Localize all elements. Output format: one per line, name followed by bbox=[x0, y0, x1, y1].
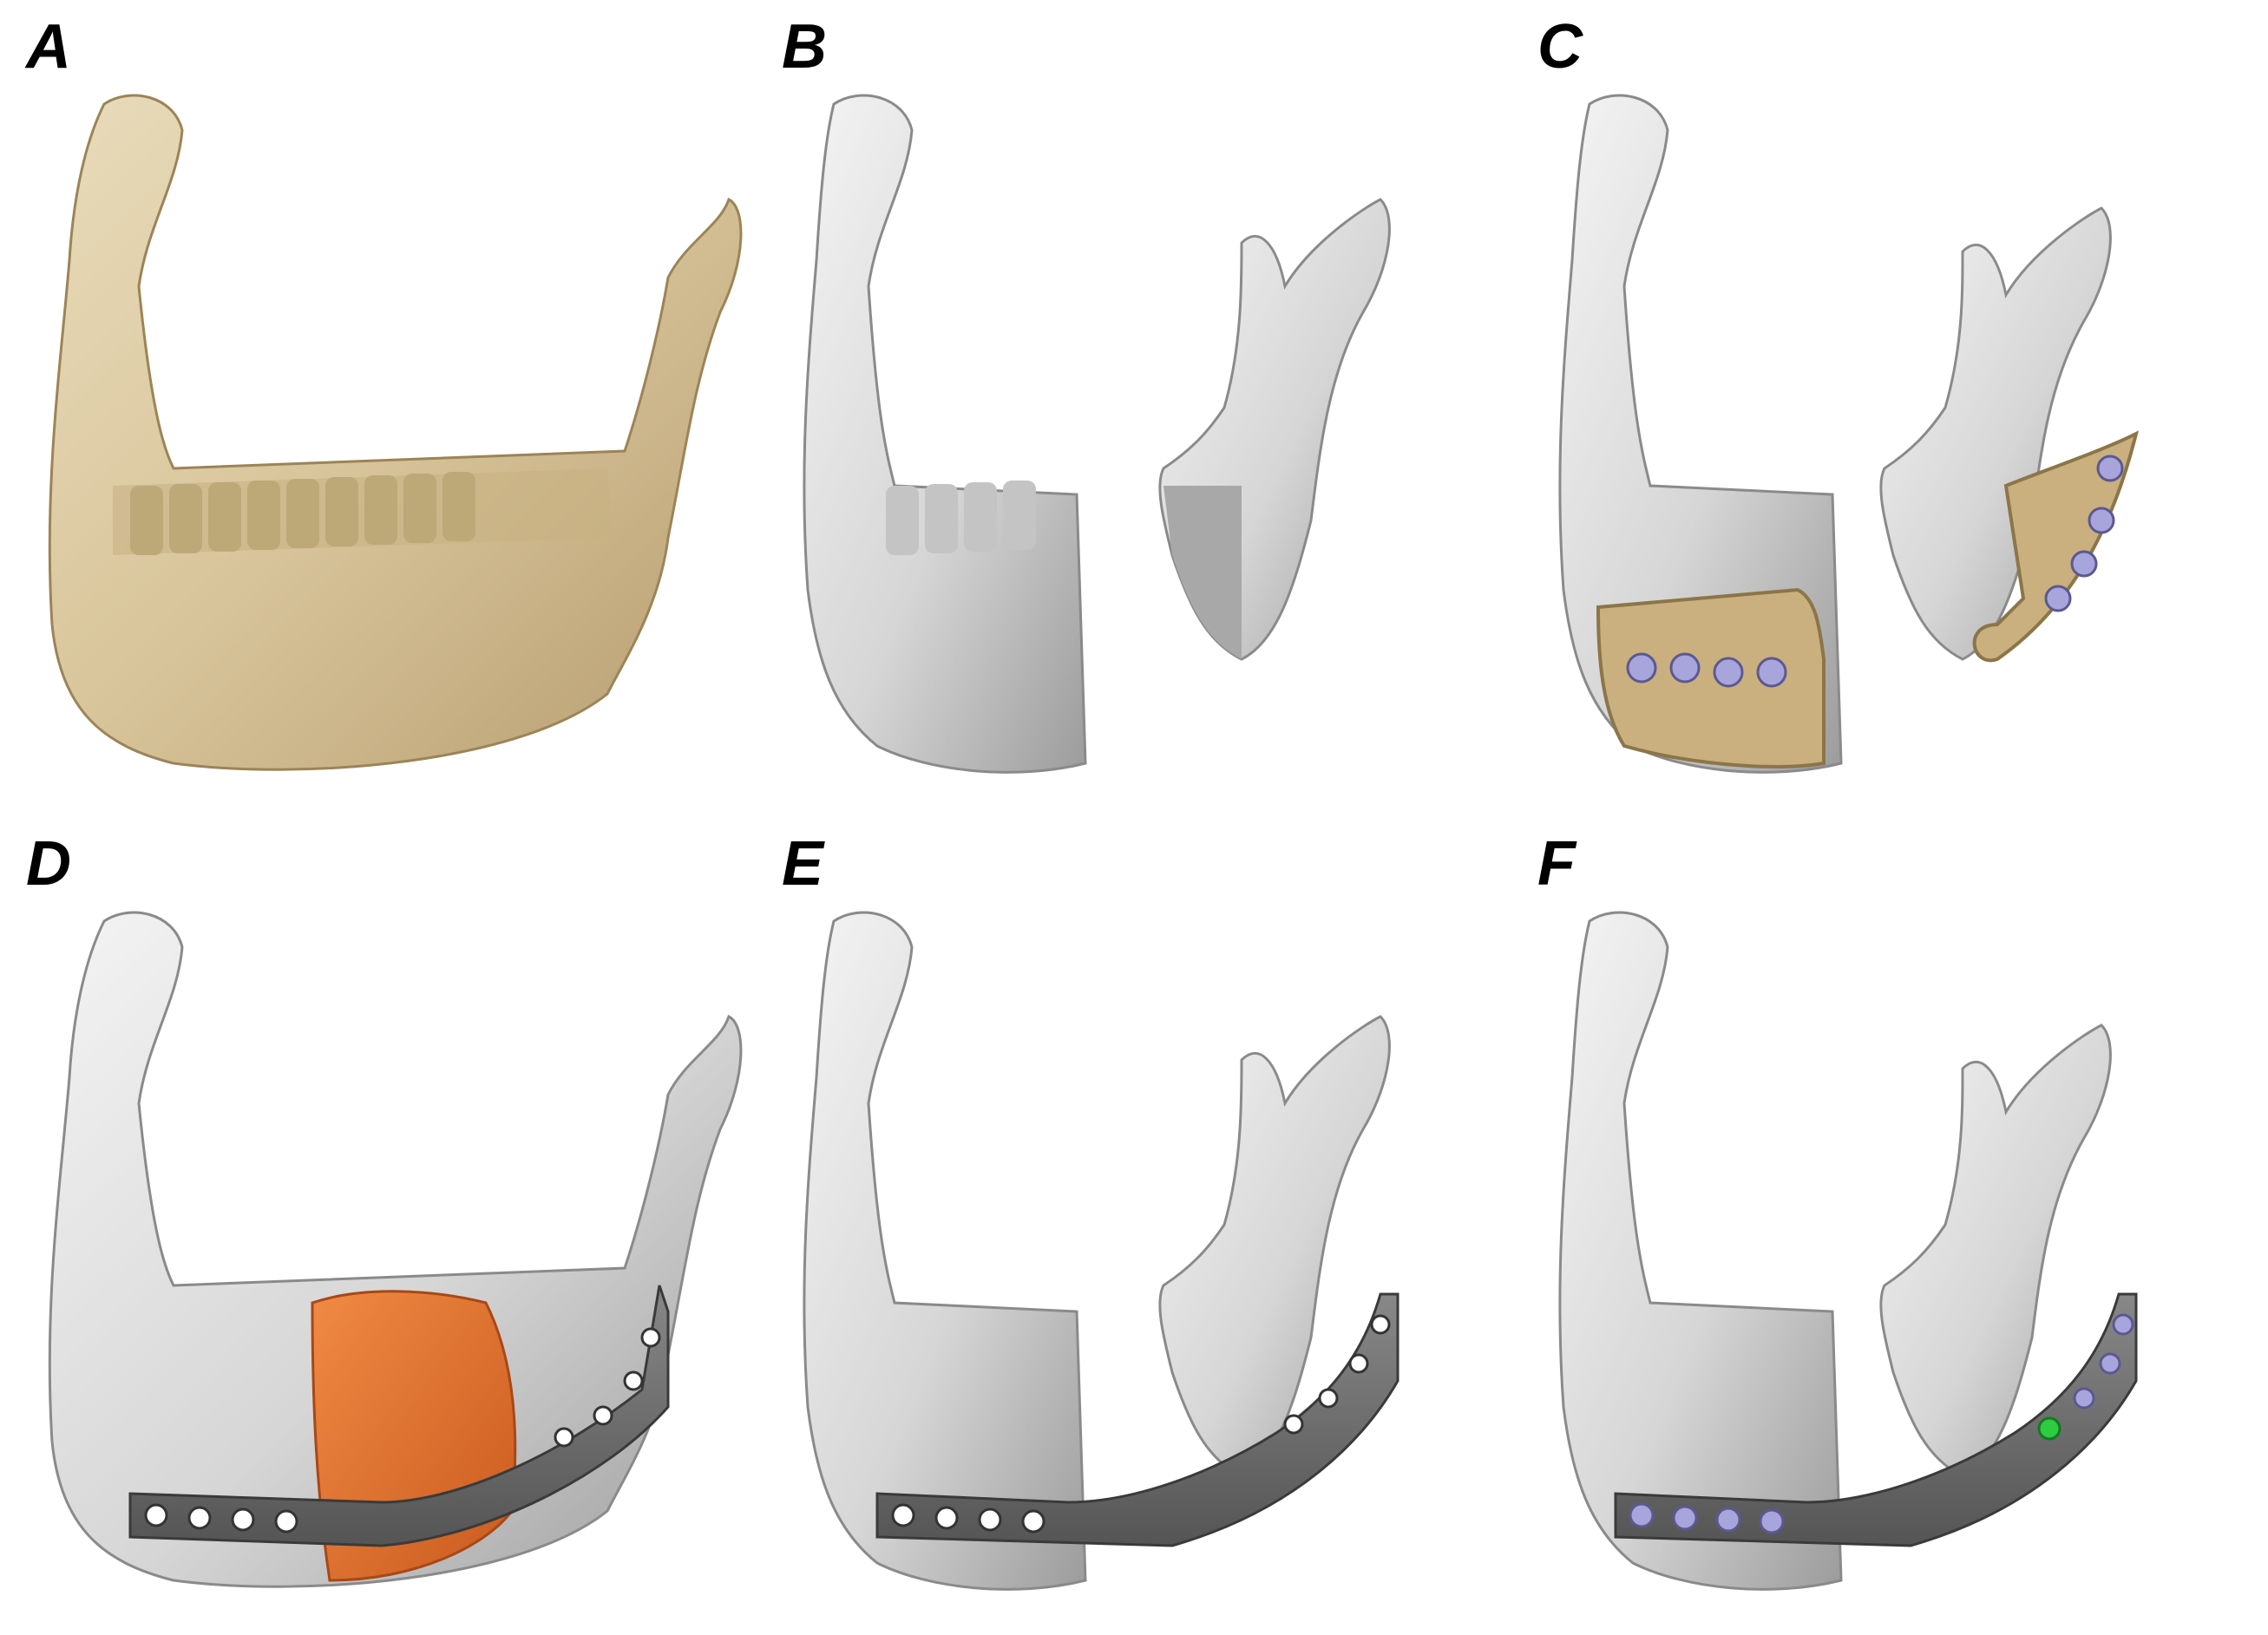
mandible-illustration bbox=[803, 911, 1399, 1591]
mandible-illustration bbox=[803, 94, 1391, 774]
panel-a: A bbox=[0, 0, 756, 817]
panel-d: D bbox=[0, 817, 756, 1634]
mandible-illustration bbox=[1558, 94, 2139, 774]
panel-f: F bbox=[1511, 817, 2267, 1634]
panel-b: B bbox=[756, 0, 1511, 817]
panel-label: E bbox=[782, 829, 824, 899]
panel-e: E bbox=[756, 817, 1511, 1634]
mandible-illustration bbox=[48, 94, 743, 771]
panel-c: C bbox=[1511, 0, 2267, 817]
panel-label: C bbox=[1537, 12, 1583, 82]
panel-label: D bbox=[26, 829, 71, 899]
mandible-illustration bbox=[48, 911, 743, 1588]
panel-label: B bbox=[782, 12, 827, 82]
mandible-illustration bbox=[1558, 911, 2138, 1591]
panel-label: F bbox=[1537, 829, 1576, 899]
panel-label: A bbox=[26, 12, 71, 82]
